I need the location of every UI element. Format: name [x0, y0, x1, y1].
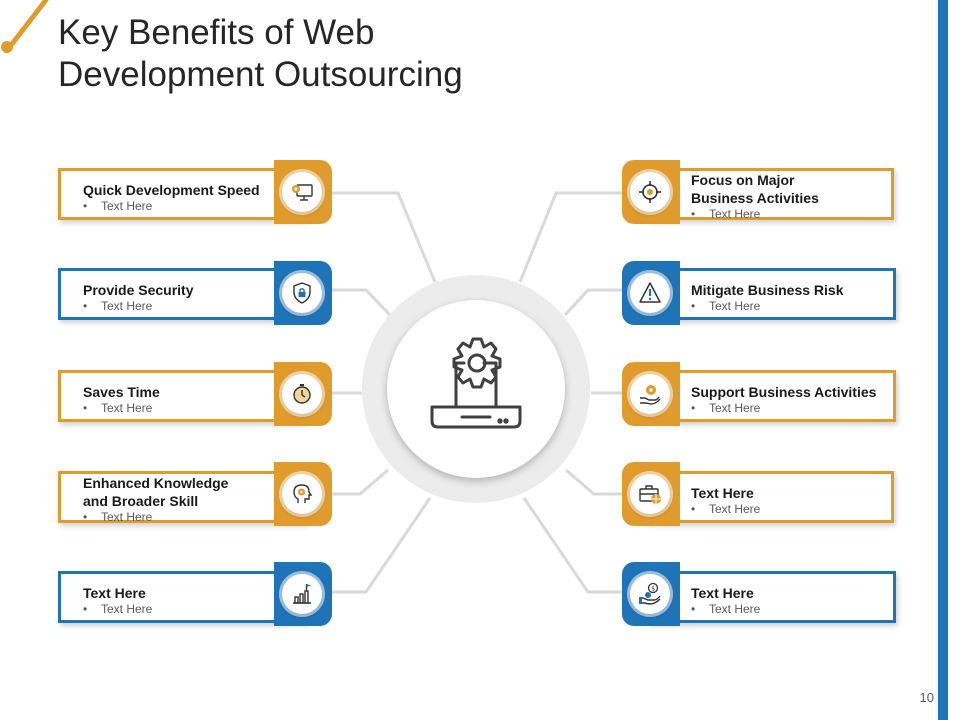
benefit-bullet: •Text Here — [83, 199, 153, 213]
benefit-card-text-here-right-2: Text Here •Text Here — [646, 571, 896, 623]
benefit-bullet: •Text Here — [83, 602, 153, 616]
benefit-card-enhanced-knowledge: Enhanced Knowledge and Broader Skill •Te… — [58, 471, 308, 524]
benefit-label-line2: Business Activities — [691, 190, 819, 206]
benefit-card-mitigate-business-risk: Mitigate Business Risk •Text Here — [646, 268, 896, 320]
benefit-label: Saves Time — [83, 384, 160, 400]
benefit-card-text-here-right-1: Text Here •Text Here — [646, 471, 894, 523]
warning-icon — [639, 282, 661, 303]
page-number: 10 — [919, 690, 934, 705]
hand-gear-icon — [640, 385, 661, 405]
benefit-label: Quick Development Speed — [83, 182, 260, 198]
target-icon — [639, 181, 661, 203]
benefit-label-line1: Focus on Major — [691, 172, 795, 188]
benefit-tab — [622, 261, 680, 325]
benefit-card-focus-on-major-business: Focus on Major Business Activities •Text… — [646, 168, 894, 221]
hand-coin-icon: $ — [639, 582, 661, 605]
benefit-bullet: •Text Here — [691, 502, 761, 516]
hub-center — [387, 300, 565, 478]
benefit-tab — [274, 362, 332, 426]
corner-accent-decoration — [1, 0, 49, 53]
benefit-bullet: •Text Here — [691, 207, 761, 221]
laptop-gear-icon — [430, 337, 522, 429]
stopwatch-icon — [293, 384, 311, 404]
benefit-bullet: •Text Here — [691, 602, 761, 616]
benefit-tab — [622, 160, 680, 224]
benefit-label: Text Here — [691, 485, 754, 501]
benefit-label: Support Business Activities — [691, 384, 877, 400]
slide-title-line2: Development Outsourcing — [58, 55, 463, 94]
briefcase-globe-icon — [639, 485, 661, 504]
benefit-bullet: •Text Here — [691, 299, 761, 313]
benefit-label: Text Here — [691, 585, 754, 601]
benefit-card-saves-time: Saves Time •Text Here — [58, 370, 308, 422]
benefit-bullet: •Text Here — [83, 299, 153, 313]
benefit-label-line1: Enhanced Knowledge — [83, 475, 229, 491]
benefit-card-support-business-activities: Support Business Activities •Text Here — [646, 370, 896, 422]
benefit-tab — [622, 362, 680, 426]
computer-gear-icon — [292, 184, 313, 201]
benefit-tab — [274, 261, 332, 325]
benefit-label: Mitigate Business Risk — [691, 282, 844, 298]
benefit-label-line2: and Broader Skill — [83, 493, 199, 509]
benefit-card-provide-security: Provide Security •Text Here — [58, 268, 308, 320]
benefit-tab — [274, 462, 332, 526]
right-accent-bar — [938, 0, 948, 720]
benefit-label: Text Here — [83, 585, 146, 601]
slide-title-line1: Key Benefits of Web — [58, 13, 375, 52]
benefit-tab: $ — [622, 562, 680, 626]
head-gear-icon — [293, 484, 313, 503]
svg-text:$: $ — [651, 586, 655, 593]
slide-title: Key Benefits of Web Development Outsourc… — [58, 12, 463, 96]
benefit-tab — [274, 160, 332, 224]
benefit-bullet: •Text Here — [691, 401, 761, 415]
benefit-card-text-here-left: Text Here •Text Here — [58, 571, 308, 623]
benefit-label: Provide Security — [83, 282, 194, 298]
benefit-tab — [622, 462, 680, 526]
shield-lock-icon — [293, 282, 311, 304]
growth-flag-icon — [293, 584, 311, 604]
benefit-tab — [274, 562, 332, 626]
benefit-bullet: •Text Here — [83, 510, 153, 524]
benefit-card-quick-development-speed: Quick Development Speed •Text Here — [58, 168, 308, 220]
benefit-bullet: •Text Here — [83, 401, 153, 415]
